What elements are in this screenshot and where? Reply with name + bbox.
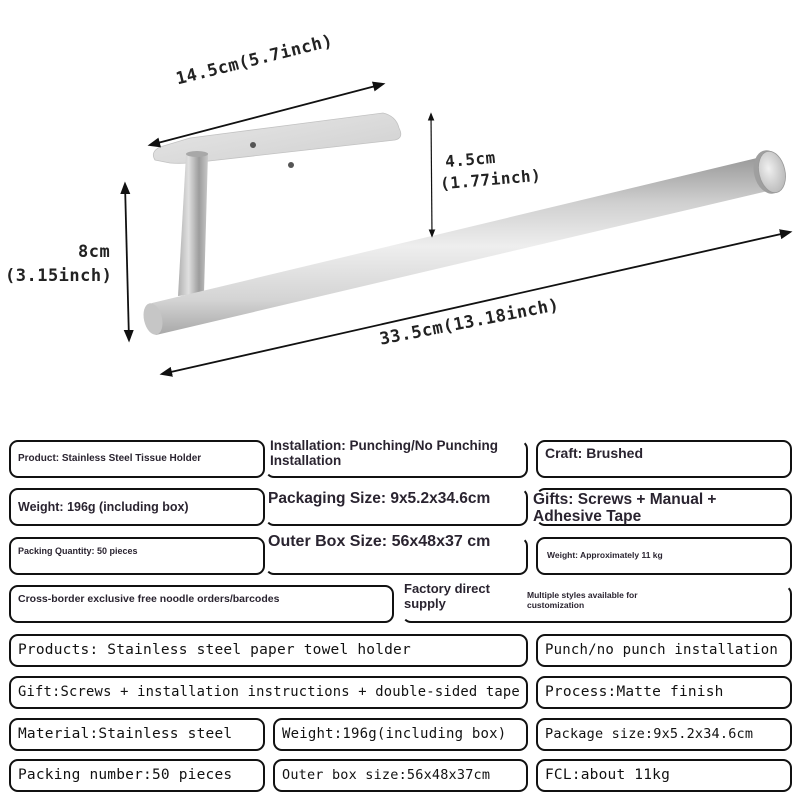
spec-packing-qty: Packing Quantity: 50 pieces — [18, 545, 138, 556]
spec2-packing-number: Packing number:50 pieces — [18, 767, 233, 784]
spec2-installation-box: Punch/no punch installation — [536, 634, 792, 667]
spec-packaging-size-box — [265, 488, 528, 526]
height-cm-label: 8cm — [78, 242, 111, 262]
spec-product-box: Product: Stainless Steel Tissue Holder — [9, 440, 265, 478]
spec-gifts: Gifts: Screws + Manual + Adhesive Tape — [533, 491, 717, 526]
spec-installation-box — [265, 440, 528, 478]
dimension-arrows — [120, 81, 793, 377]
spec-factory-box — [402, 585, 792, 623]
towel-holder-drawing — [120, 81, 793, 377]
spec2-products: Products: Stainless steel paper towel ho… — [18, 642, 411, 659]
spec-installation: Installation: Punching/No Punching Insta… — [270, 438, 498, 469]
spec-carton-weight: Weight: Approximately 11 kg — [547, 550, 663, 561]
spec2-packing-number-box: Packing number:50 pieces — [9, 759, 265, 792]
spec2-fcl-box: FCL:about 11kg — [536, 759, 792, 792]
product-illustration: 14.5cm(5.7inch) 8cm (3.15inch) 4.5cm (1.… — [5, 31, 793, 377]
spec-outer-box-size: Outer Box Size: 56x48x37 cm — [268, 533, 491, 550]
spec-factory-direct: Factory direct supply — [404, 581, 490, 611]
spec2-process-box: Process:Matte finish — [536, 676, 792, 709]
spec-craft-box: Craft: Brushed — [536, 440, 792, 478]
spec-product: Product: Stainless Steel Tissue Holder — [18, 453, 202, 465]
spec2-installation: Punch/no punch installation — [545, 641, 778, 658]
spec2-material: Material:Stainless steel — [18, 726, 233, 743]
spec2-weight: Weight:196g(including box) — [282, 725, 507, 742]
spec-craft: Craft: Brushed — [545, 445, 644, 462]
spec2-process: Process:Matte finish — [545, 684, 724, 701]
height-inch-label: (3.15inch) — [5, 266, 113, 286]
spec2-outer-box-size: Outer box size:56x48x37cm — [282, 766, 491, 783]
spec2-gift: Gift:Screws + installation instructions … — [18, 683, 520, 700]
spec-packing-qty-box: Packing Quantity: 50 pieces — [9, 537, 265, 575]
spec2-outer-box-size-box: Outer box size:56x48x37cm — [273, 759, 528, 792]
spec2-fcl: FCL:about 11kg — [545, 767, 671, 784]
spec2-gift-box: Gift:Screws + installation instructions … — [9, 676, 528, 709]
spec-outer-box-size-box — [265, 537, 528, 575]
spec-weight-box: Weight: 196g (including box) — [9, 488, 265, 526]
spec2-products-box: Products: Stainless steel paper towel ho… — [9, 634, 528, 667]
support-post — [178, 151, 208, 296]
spec2-package-size: Package size:9x5.2x34.6cm — [545, 725, 754, 742]
spec-packaging-size: Packaging Size: 9x5.2x34.6cm — [268, 490, 491, 507]
spec-customization: Multiple styles available for customizat… — [527, 590, 638, 610]
spec-carton-weight-box: Weight: Approximately 11 kg — [536, 537, 792, 575]
spec2-weight-box: Weight:196g(including box) — [273, 718, 528, 751]
spec2-package-size-box: Package size:9x5.2x34.6cm — [536, 718, 792, 751]
spec2-material-box: Material:Stainless steel — [9, 718, 265, 751]
spec-cross-border: Cross-border exclusive free noodle order… — [18, 593, 280, 606]
spec-cross-border-box: Cross-border exclusive free noodle order… — [9, 585, 394, 623]
spec-gifts-box — [536, 488, 792, 526]
spec-weight: Weight: 196g (including box) — [18, 500, 189, 514]
